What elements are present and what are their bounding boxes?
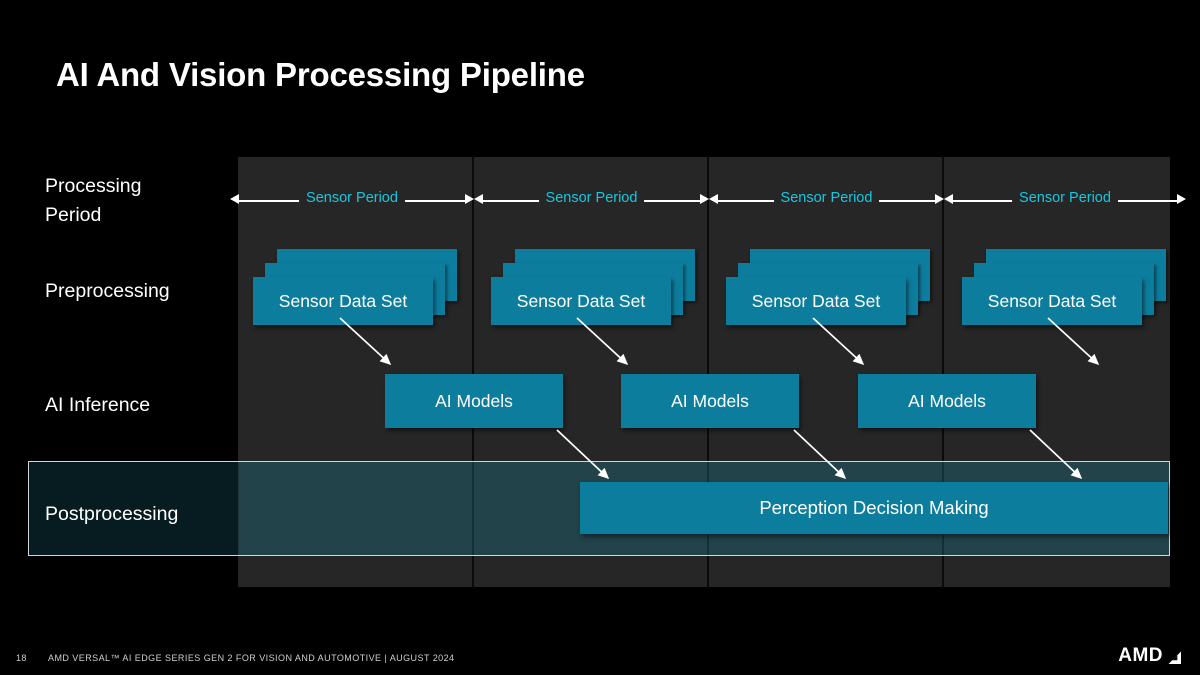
ai-models-box-2: AI Models	[621, 374, 799, 428]
arrow-left-icon-3	[709, 194, 718, 204]
arrow-right-icon-1	[465, 194, 474, 204]
sensor-period-label-2: Sensor Period	[538, 190, 645, 206]
arrow-right-icon-3	[935, 194, 944, 204]
sensor-data-set-card-front-1: Sensor Data Set	[253, 277, 433, 325]
column-divider-3	[942, 157, 944, 587]
sensor-period-cell-3: Sensor Period	[709, 189, 944, 213]
sensor-data-set-stack-2: Sensor Data Set	[491, 249, 701, 329]
sensor-data-set-stack-4: Sensor Data Set	[962, 249, 1172, 329]
amd-arrow-icon	[1168, 651, 1181, 664]
sensor-period-label-3: Sensor Period	[773, 190, 880, 206]
row-label-processing-period: Processing Period	[45, 175, 142, 227]
arrow-right-icon-4	[1177, 194, 1186, 204]
page-title: AI And Vision Processing Pipeline	[56, 56, 585, 93]
row-label-ai-inference: AI Inference	[45, 394, 151, 416]
pipeline-timeline-chart: Sensor Period Sensor Period Sensor Perio…	[230, 157, 1186, 587]
footer-caption: AMD VERSAL™ AI EDGE SERIES GEN 2 FOR VIS…	[48, 653, 455, 663]
sensor-data-set-card-front-2: Sensor Data Set	[491, 277, 671, 325]
column-divider-1	[472, 157, 474, 587]
sensor-data-set-card-front-4: Sensor Data Set	[962, 277, 1142, 325]
ai-models-box-3: AI Models	[858, 374, 1036, 428]
slide-footer: 18 AMD VERSAL™ AI EDGE SERIES GEN 2 FOR …	[0, 633, 1200, 675]
arrow-left-icon-4	[944, 194, 953, 204]
perception-decision-making-bar: Perception Decision Making	[580, 482, 1168, 534]
sensor-period-label-1: Sensor Period	[299, 190, 405, 206]
column-divider-2	[707, 157, 709, 587]
row-label-preprocessing: Preprocessing	[45, 280, 170, 302]
sensor-data-set-card-front-3: Sensor Data Set	[726, 277, 906, 325]
sensor-data-set-stack-3: Sensor Data Set	[726, 249, 936, 329]
sensor-period-cell-4: Sensor Period	[944, 189, 1186, 213]
arrow-right-icon-2	[700, 194, 709, 204]
arrow-left-icon-2	[474, 194, 483, 204]
row-label-postprocessing: Postprocessing	[45, 503, 179, 525]
sensor-data-set-stack-1: Sensor Data Set	[253, 249, 463, 329]
sensor-period-row: Sensor Period Sensor Period Sensor Perio…	[230, 189, 1186, 213]
sensor-period-cell-2: Sensor Period	[474, 189, 709, 213]
arrow-left-icon-1	[230, 194, 239, 204]
sensor-period-cell-1: Sensor Period	[230, 189, 474, 213]
amd-wordmark: AMD	[1118, 645, 1163, 666]
sensor-period-label-4: Sensor Period	[1012, 190, 1118, 206]
amd-logo: AMD	[1118, 646, 1182, 665]
page-number: 18	[16, 653, 27, 663]
ai-models-box-1: AI Models	[385, 374, 563, 428]
